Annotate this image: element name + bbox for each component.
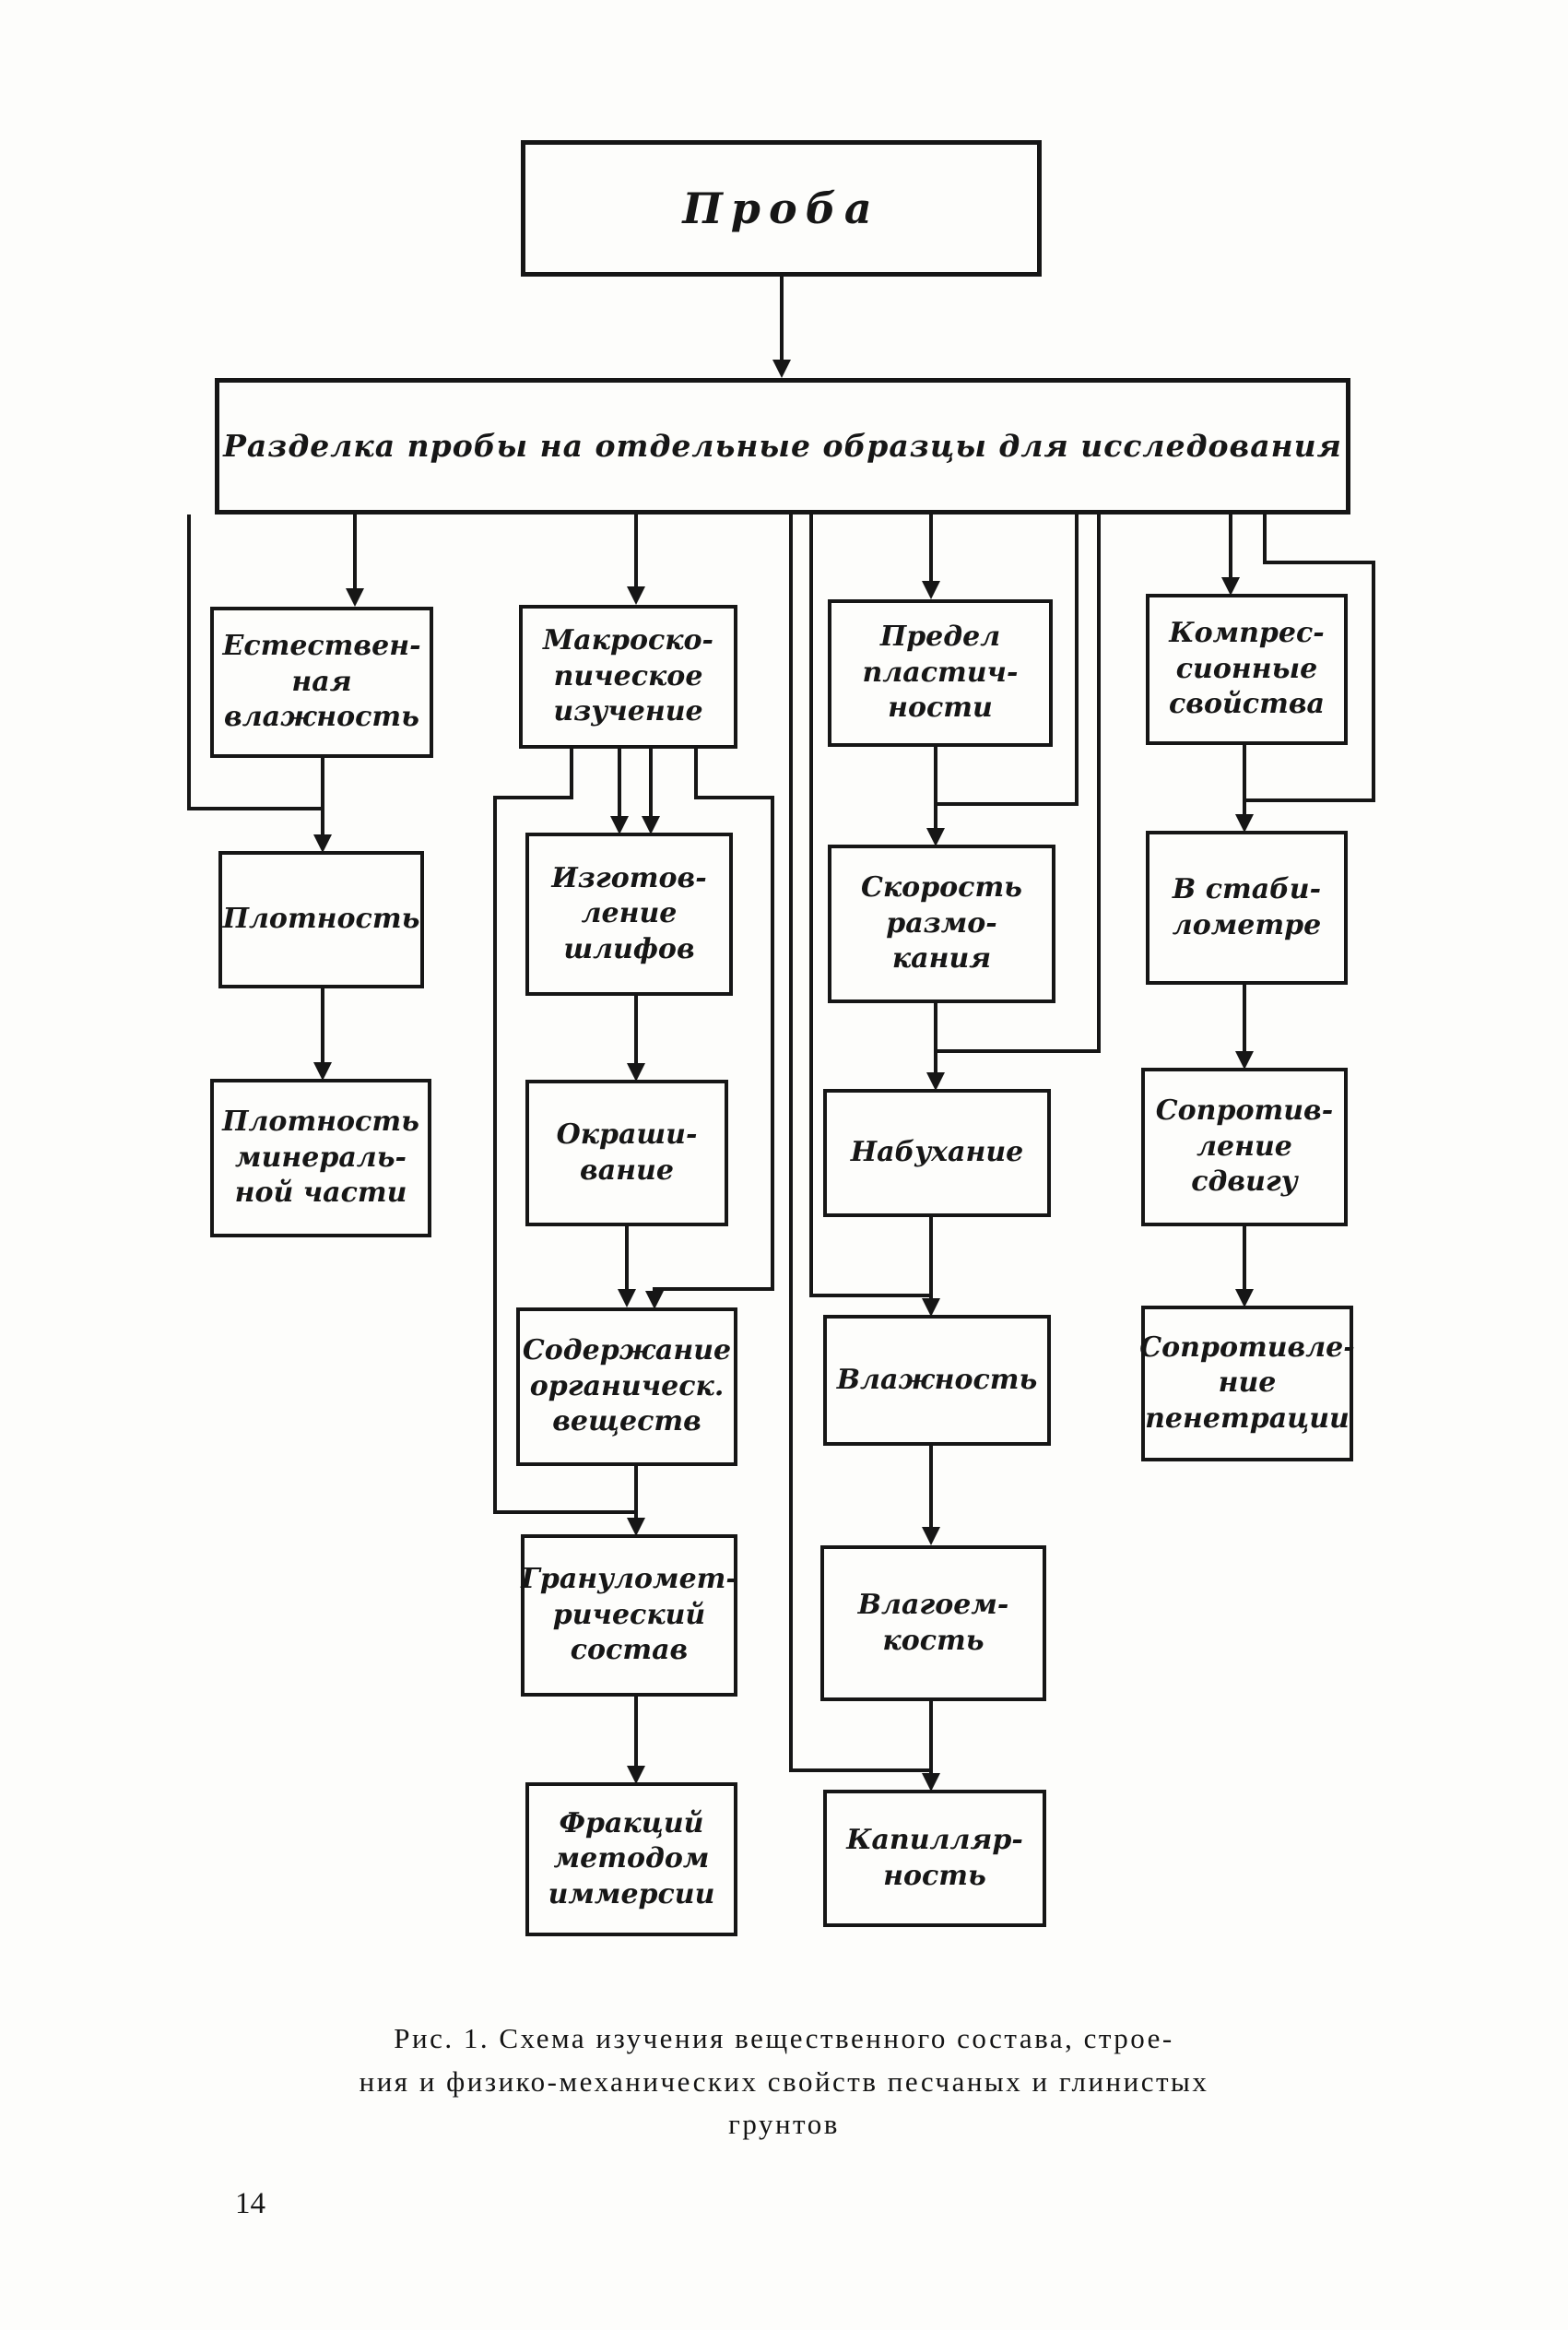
node-sample: Проба: [521, 140, 1042, 277]
figure-caption: Рис. 1. Схема изучения вещественного сос…: [359, 2022, 1209, 2140]
node-immersion-fractions: Фракций методом иммерсии: [525, 1782, 737, 1936]
node-stabilometer: В стаби- лометре: [1146, 831, 1348, 985]
node-natural-moisture: Естествен- ная влажность: [210, 607, 433, 758]
edge-split-moisture-bypass: [809, 514, 931, 1297]
node-moisture: Влажность: [823, 1315, 1051, 1446]
node-capillarity: Капилляр- ность: [823, 1790, 1046, 1927]
node-organic-content: Содержание органическ. веществ: [516, 1307, 737, 1466]
edges: [187, 277, 1375, 1792]
node-grain-size: Грануломет- рический состав: [521, 1534, 737, 1697]
node-sample-splitting: Разделка пробы на отдельные образцы для …: [215, 378, 1350, 514]
edge-split-density-bypass: [187, 514, 323, 810]
node-plastic-limit: Предел пластич- ности: [828, 599, 1053, 747]
edge-macroscopic-organic-bypass: [645, 749, 774, 1309]
edge-macroscopic-grainsize-bypass: [493, 749, 636, 1514]
node-mineral-part-density: Плотность минераль- ной части: [210, 1079, 431, 1237]
node-macroscopic-study: Макроско- пическое изучение: [519, 605, 737, 749]
edge-split-slaking-bypass: [936, 514, 1079, 806]
edge-split-capillarity-bypass: [789, 514, 931, 1772]
node-compression-properties: Компрес- сионные свойства: [1146, 594, 1348, 745]
node-density: Плотность: [218, 851, 424, 988]
node-thin-sections: Изготов- ление шлифов: [525, 833, 733, 996]
node-swelling: Набухание: [823, 1089, 1051, 1217]
node-penetration-resistance: Сопротивле- ние пенетрации: [1139, 1306, 1355, 1461]
node-moisture-capacity: Влагоем- кость: [820, 1545, 1046, 1701]
node-slaking-rate: Скорость размо- кания: [828, 845, 1055, 1003]
node-staining: Окраши- вание: [525, 1080, 728, 1226]
page-number: 14: [235, 2187, 265, 2220]
node-shear-resistance: Сопротив- ление сдвигу: [1141, 1068, 1348, 1226]
edge-split-swelling-bypass: [936, 514, 1101, 1053]
edge-split-stabilometer-bypass: [1244, 514, 1375, 802]
